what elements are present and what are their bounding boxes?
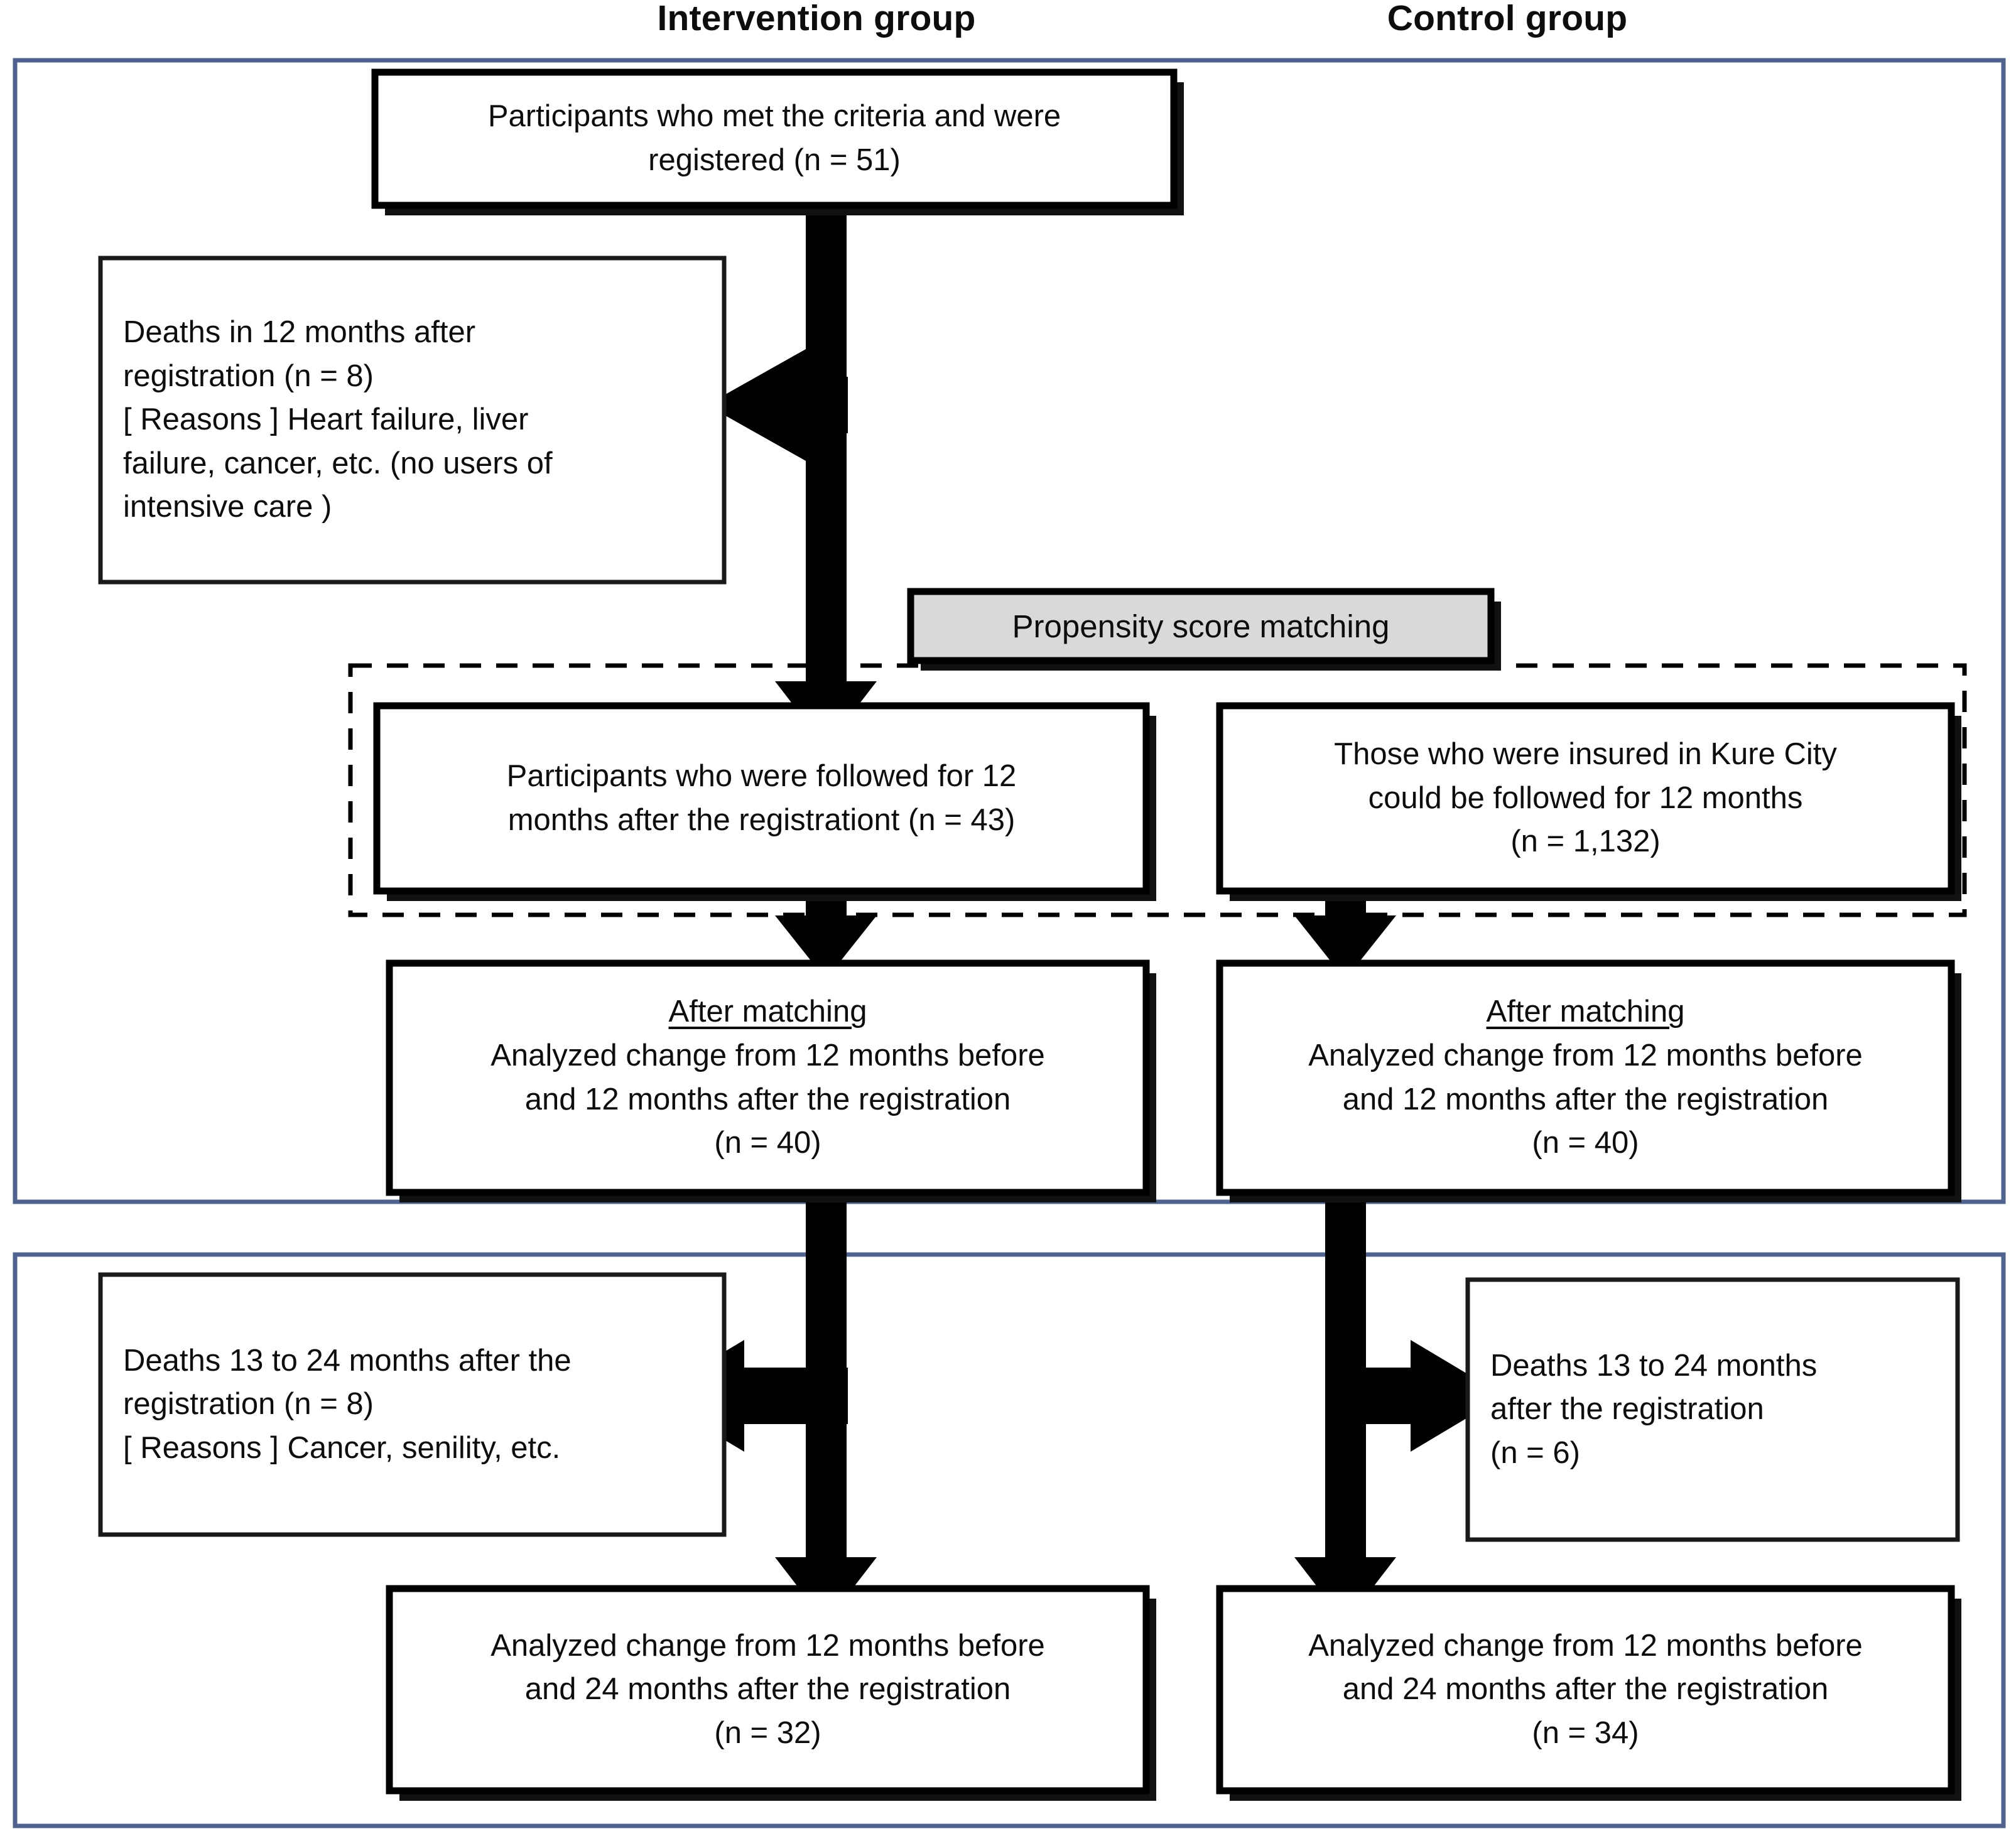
control-matched-line-1: Analyzed change from 12 months before	[1308, 1038, 1863, 1072]
deaths-12-line-1: Deaths in 12 months after	[123, 315, 476, 350]
node-box-intervention-final	[386, 1585, 1150, 1795]
intervention-matched-heading: After matching	[668, 995, 867, 1029]
node-box-control-final	[1216, 1585, 1955, 1795]
node-box-control-matched	[1216, 959, 1955, 1196]
control-deaths-13-24-line-1: Deaths 13 to 24 months	[1490, 1348, 1818, 1383]
control-followed-line-2: could be followed for 12 months	[1368, 780, 1803, 815]
node-box-intervention-deaths-13-24	[98, 1272, 727, 1537]
registered-line-1: Participants who met the criteria and we…	[487, 99, 1061, 134]
control-matched-heading: After matching	[1486, 995, 1685, 1029]
intervention-final-line-1: Analyzed change from 12 months before	[490, 1628, 1045, 1663]
node-label-control-followed: Those who were insured in Kure City coul…	[1220, 706, 1951, 891]
arrow-exclusion-deaths-12-stem	[779, 377, 848, 433]
propensity-score-matching-label: Propensity score matching	[1012, 608, 1390, 644]
intervention-final-line-3: (n = 32)	[714, 1715, 821, 1750]
node-label-registered: Participants who met the criteria and we…	[382, 72, 1166, 205]
control-matched-line-2: and 12 months after the registration	[1342, 1082, 1829, 1116]
intervention-deaths-13-24-line-1: Deaths 13 to 24 months after the	[123, 1343, 572, 1378]
registered-line-2: registered (n = 51)	[648, 143, 901, 177]
control-deaths-13-24-line-3: (n = 6)	[1490, 1435, 1580, 1470]
node-label-intervention-deaths-13-24: Deaths 13 to 24 months after the registr…	[100, 1275, 724, 1535]
arrow-control-to-matched	[1294, 877, 1396, 980]
intervention-deaths-13-24-line-3: [ Reasons ] Cancer, senility, etc.	[123, 1430, 561, 1465]
node-box-intervention-followed	[373, 702, 1150, 895]
node-label-intervention-matched: After matching Analyzed change from 12 m…	[389, 963, 1146, 1192]
node-box-deaths-12	[98, 256, 727, 585]
node-label-control-deaths-13-24: Deaths 13 to 24 months after the registr…	[1468, 1280, 1958, 1540]
node-box-control-followed	[1216, 702, 1955, 895]
control-final-line-1: Analyzed change from 12 months before	[1308, 1628, 1863, 1663]
arrow-intervention-to-matched	[775, 877, 877, 980]
node-label-control-final: Analyzed change from 12 months before an…	[1220, 1589, 1951, 1791]
deaths-12-line-4: failure, cancer, etc. (no users of	[123, 446, 553, 480]
intervention-followed-line-2: months after the registrationt (n = 43)	[507, 802, 1016, 837]
node-box-intervention-matched	[386, 959, 1150, 1196]
column-header-control: Control group	[1387, 0, 1628, 38]
node-box-registered	[371, 68, 1178, 209]
deaths-12-line-5: intensive care )	[123, 490, 332, 524]
intervention-final-line-2: and 24 months after the registration	[524, 1672, 1011, 1707]
intervention-deaths-13-24-line-2: registration (n = 8)	[123, 1387, 374, 1422]
arrow-control-deaths-13-24-head	[1411, 1340, 1504, 1452]
control-final-line-2: and 24 months after the registration	[1342, 1672, 1829, 1707]
node-label-deaths-12: Deaths in 12 months after registration (…	[100, 258, 724, 582]
control-followed-line-1: Those who were insured in Kure City	[1334, 737, 1837, 772]
arrow-registered-to-followed	[775, 207, 877, 747]
node-box-psm	[907, 588, 1495, 664]
intervention-matched-line-2: and 12 months after the registration	[524, 1082, 1011, 1116]
node-label-intervention-followed: Participants who were followed for 12 mo…	[377, 706, 1146, 891]
node-label-intervention-final: Analyzed change from 12 months before an…	[389, 1589, 1146, 1791]
control-followed-line-3: (n = 1,132)	[1510, 824, 1661, 859]
control-final-line-3: (n = 34)	[1532, 1715, 1639, 1750]
intervention-followed-line-1: Participants who were followed for 12	[506, 759, 1017, 793]
node-box-control-deaths-13-24	[1465, 1277, 1960, 1542]
control-matched-line-3: (n = 40)	[1532, 1126, 1639, 1160]
arrow-intervention-deaths-13-24-stem	[735, 1368, 848, 1424]
deaths-12-line-2: registration (n = 8)	[123, 359, 374, 393]
intervention-matched-line-1: Analyzed change from 12 months before	[490, 1038, 1045, 1072]
intervention-matched-line-3: (n = 40)	[714, 1126, 821, 1160]
deaths-12-line-3: [ Reasons ] Heart failure, liver	[123, 402, 529, 437]
control-deaths-13-24-line-2: after the registration	[1490, 1392, 1764, 1427]
column-header-intervention: Intervention group	[657, 0, 976, 38]
node-label-control-matched: After matching Analyzed change from 12 m…	[1220, 963, 1951, 1192]
